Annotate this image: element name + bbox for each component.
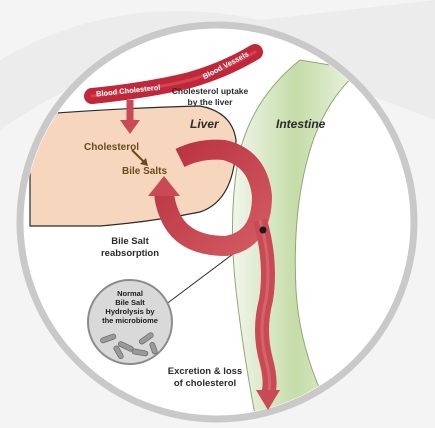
pointer-dot [260, 227, 267, 234]
bile-salts-label: Bile Salts [122, 166, 167, 177]
excretion-label-line2: of cholesterol [174, 378, 236, 389]
microbiome-label-line1: Normal [117, 289, 143, 298]
cholesterol-label: Cholesterol [84, 142, 139, 153]
microbiome-label-line4: the microbiome [102, 316, 158, 325]
uptake-label-line1: Cholesterol uptake [172, 86, 249, 96]
uptake-label-line2: by the liver [188, 97, 234, 107]
intestine-label: Intestine [276, 117, 326, 131]
liver-label: Liver [190, 117, 220, 131]
microbiome-label-line3: Hydrolysis by [105, 307, 155, 316]
microbiome-label-line2: Bile Salt [115, 298, 145, 307]
reabsorption-label-line2: reabsorption [101, 248, 159, 259]
reabsorption-label-line1: Bile Salt [111, 236, 149, 247]
excretion-label-line1: Excretion & loss [168, 366, 242, 377]
